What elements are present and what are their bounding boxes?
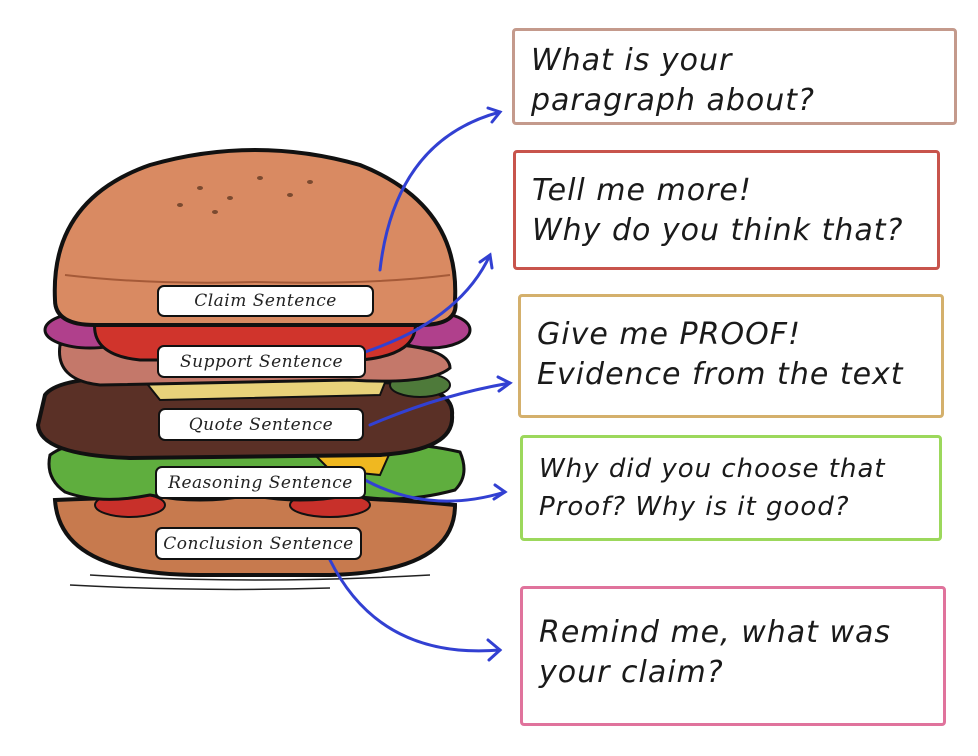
box-text-line: Give me PROOF! xyxy=(537,317,801,352)
arrow-claim xyxy=(378,110,502,272)
bun-shading xyxy=(64,274,451,284)
arrow-reasoning xyxy=(363,478,507,503)
arrow-support xyxy=(363,253,492,354)
ground-lines xyxy=(69,574,431,591)
conclusion-sentence-label: Conclusion Sentence xyxy=(155,527,362,560)
claim-sentence-label: Claim Sentence xyxy=(157,285,374,317)
box-text-line: Tell me more! xyxy=(532,173,752,208)
arrows xyxy=(328,106,513,662)
box-text-line: Why did you choose that xyxy=(539,454,886,484)
box-text-line: your claim? xyxy=(539,655,724,690)
box-text-line: Remind me, what was xyxy=(539,615,891,650)
reasoning-question-box: Why did you choose that Proof? Why is it… xyxy=(520,435,942,541)
box-text-line: Why do you think that? xyxy=(532,213,904,248)
support-question-box: Tell me more! Why do you think that? xyxy=(513,150,940,270)
support-sentence-label: Support Sentence xyxy=(157,345,366,378)
quote-sentence-label: Quote Sentence xyxy=(158,408,364,441)
conclusion-question-box: Remind me, what was your claim? xyxy=(520,586,946,726)
quote-question-box: Give me PROOF! Evidence from the text xyxy=(518,294,944,418)
box-text-line: Evidence from the text xyxy=(537,357,904,392)
box-text-line: Proof? Why is it good? xyxy=(539,492,850,522)
arrow-quote xyxy=(368,381,512,427)
sesame-seeds xyxy=(177,176,313,214)
reasoning-sentence-label: Reasoning Sentence xyxy=(155,466,366,499)
box-text-line: paragraph about? xyxy=(531,83,815,118)
arrow-conclusion xyxy=(328,558,502,653)
box-text-line: What is your xyxy=(531,43,733,78)
claim-question-box: What is your paragraph about? xyxy=(512,28,957,125)
